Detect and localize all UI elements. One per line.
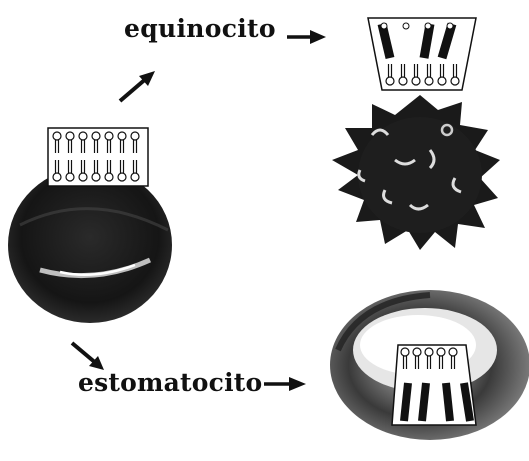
stomatocyte-label: estomatocito bbox=[78, 368, 262, 397]
echinocyte-cell bbox=[332, 95, 500, 250]
arrow-to-stomatocyte bbox=[72, 343, 104, 370]
discocyte-cell bbox=[8, 167, 172, 323]
echinocyte-label-arrow bbox=[287, 30, 326, 44]
arrow-to-echinocyte bbox=[120, 71, 155, 101]
discocyte-membrane-bilayer bbox=[48, 128, 148, 186]
echinocyte-label: equinocito bbox=[124, 14, 276, 43]
stomatocyte-membrane-bilayer bbox=[392, 345, 476, 425]
stomatocyte-label-arrow bbox=[264, 377, 306, 391]
echinocyte-membrane-bilayer bbox=[368, 18, 476, 90]
